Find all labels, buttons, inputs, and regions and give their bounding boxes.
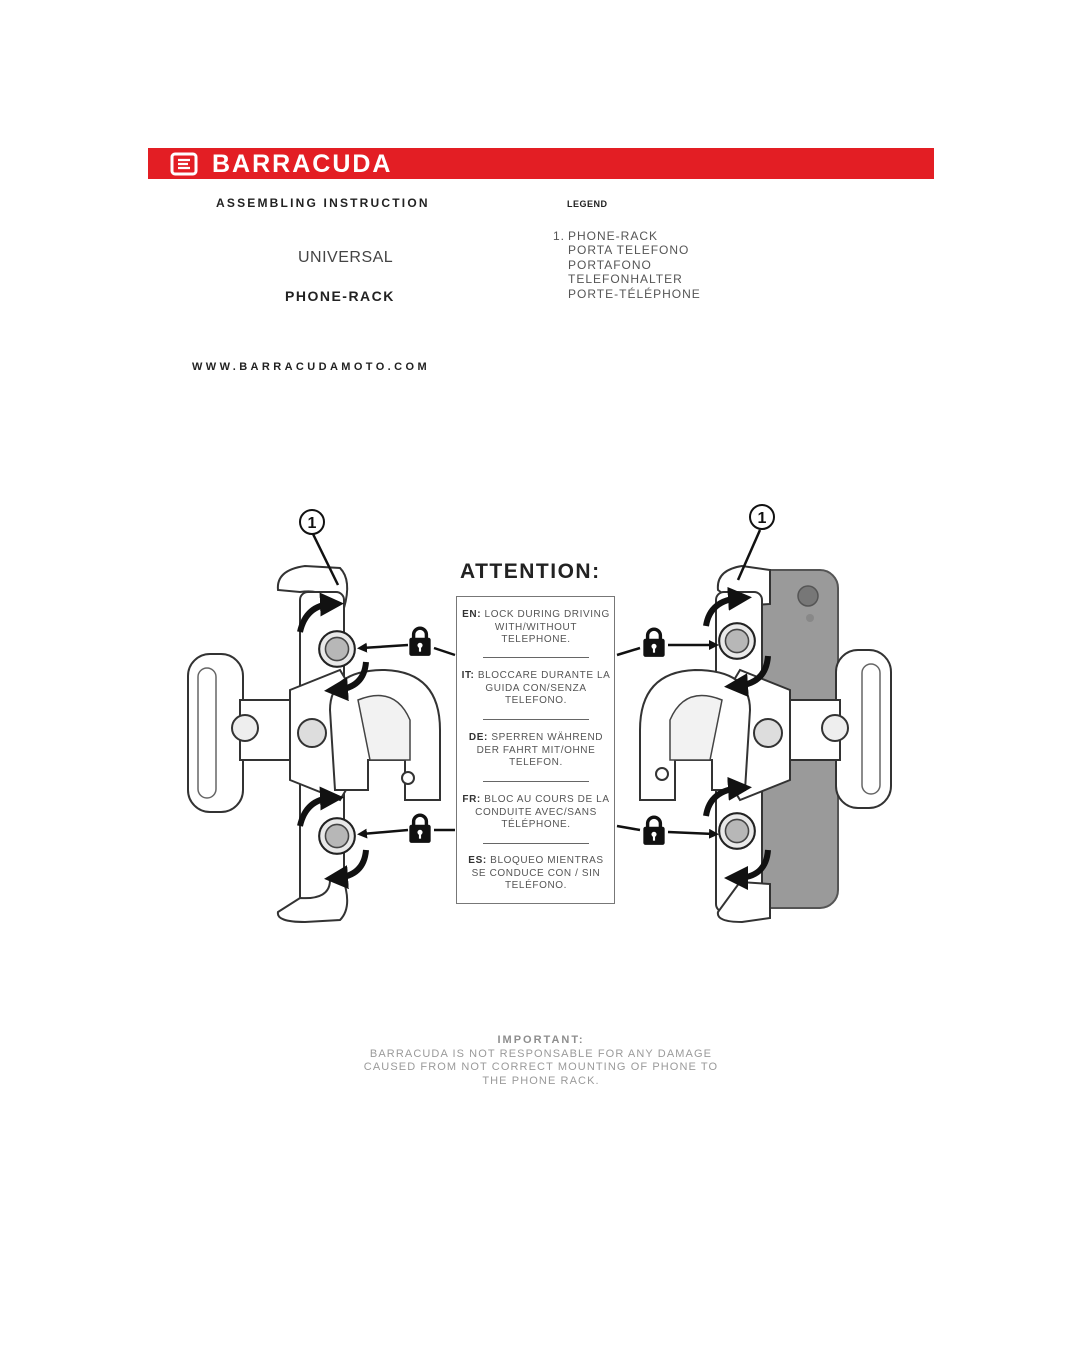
legend-name-en: PHONE-RACK <box>568 229 659 243</box>
warning-es: ES: BLOQUEO MIENTRAS SE CONDUCE CON / SI… <box>468 855 604 891</box>
callout-number-left: 1 <box>308 515 317 532</box>
lock-knob-icon <box>318 817 356 855</box>
important-notice: IMPORTANT: BARRACUDA IS NOT RESPONSABLE … <box>360 1034 722 1088</box>
attention-title: ATTENTION: <box>460 560 601 583</box>
legend-item-number: 1. <box>553 229 566 243</box>
left-holder <box>187 564 441 924</box>
legend-name-it: PORTA TELEFONO <box>568 243 690 258</box>
left-pointer-lines <box>311 533 456 839</box>
brand-logo: BARRACUDA <box>168 150 513 178</box>
lock-knob-icon <box>718 622 756 660</box>
barracuda-logo-icon <box>170 152 198 176</box>
right-pointer-lines <box>616 529 762 839</box>
brand-banner <box>148 148 934 179</box>
legend-item-names: PHONE-RACK PORTA TELEFONO PORTAFONO TELE… <box>568 229 701 301</box>
warning-en: EN: LOCK DURING DRIVING WITH/WITHOUT TEL… <box>462 609 610 645</box>
padlock-icon <box>641 627 667 658</box>
legend-name-de: TELEFONHALTER <box>568 272 683 287</box>
padlock-icon <box>407 626 433 657</box>
curved-arrow-icon <box>297 592 369 890</box>
callout-circle <box>299 509 325 535</box>
important-title: IMPORTANT: <box>497 1034 585 1046</box>
assembling-instruction-title: ASSEMBLING INSTRUCTION <box>216 196 430 210</box>
lock-knob-icon <box>318 630 356 668</box>
divider <box>483 781 589 782</box>
divider <box>483 657 589 658</box>
right-holder <box>639 564 892 924</box>
legend-name-es: PORTAFONO <box>568 257 652 272</box>
callout-circle <box>749 504 775 530</box>
legend-name-fr: PORTE-TÉLÉPHONE <box>568 286 701 301</box>
product-line-universal: UNIVERSAL <box>298 249 394 266</box>
important-text: BARRACUDA IS NOT RESPONSABLE FOR ANY DAM… <box>363 1047 719 1087</box>
padlock-icon <box>641 815 667 846</box>
warning-de: DE: SPERREN WÄHREND DER FAHRT MIT/OHNE T… <box>468 732 604 768</box>
warning-fr: FR: BLOC AU COURS DE LA CONDUITE AVEC/SA… <box>462 794 610 830</box>
brand-name: BARRACUDA <box>212 150 393 178</box>
divider <box>483 719 589 720</box>
padlock-icon <box>407 813 433 844</box>
curved-arrow-icon <box>703 586 771 890</box>
website-url: WWW.BARRACUDAMOTO.COM <box>192 361 431 373</box>
divider <box>483 843 589 844</box>
warning-it: IT: BLOCCARE DURANTE LA GUIDA CON/SENZA … <box>461 670 611 706</box>
product-name: PHONE-RACK <box>285 288 395 304</box>
attention-box: EN: LOCK DURING DRIVING WITH/WITHOUT TEL… <box>456 596 615 904</box>
lock-knob-icon <box>718 812 756 850</box>
legend-title: LEGEND <box>567 199 608 209</box>
callout-number-right: 1 <box>758 510 767 527</box>
